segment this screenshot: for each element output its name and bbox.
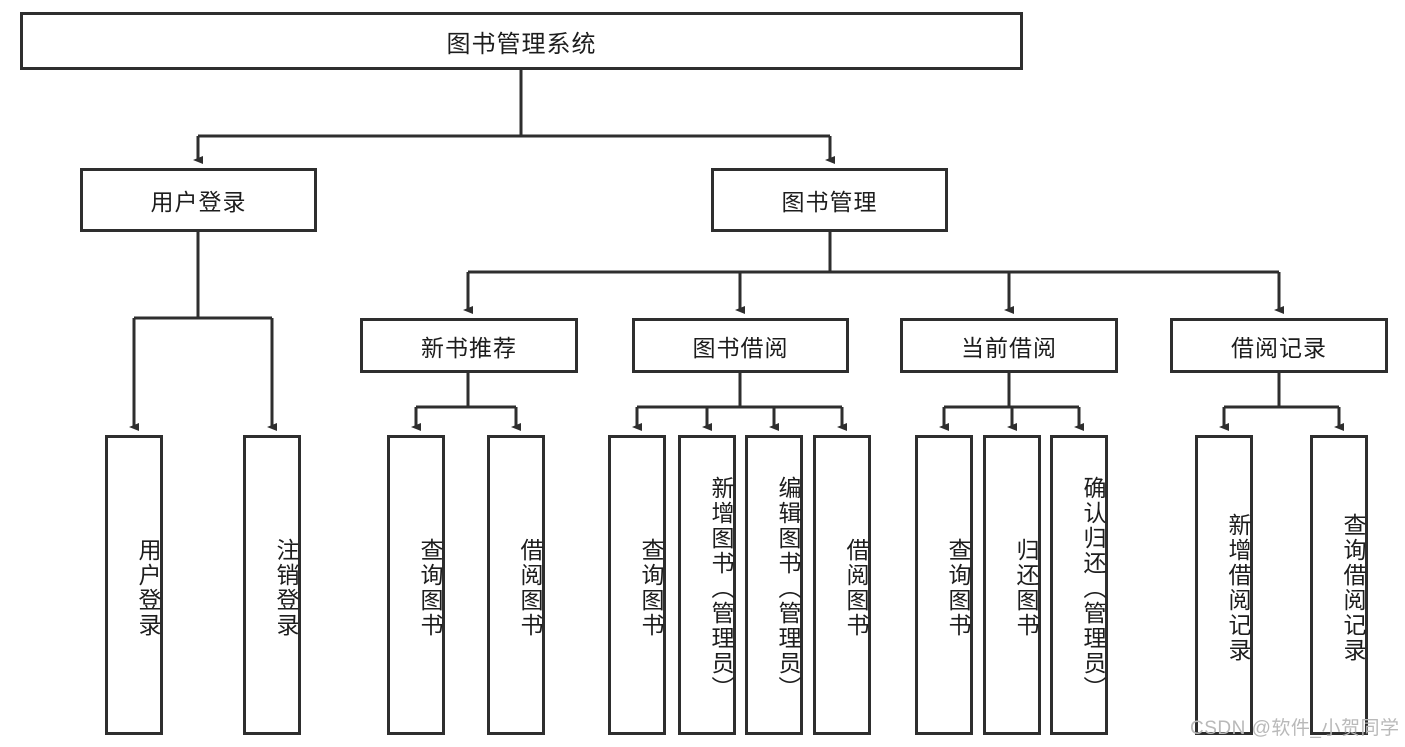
leaf-borrow-book-rec-label: 借阅图书 xyxy=(517,538,543,638)
edge-group-root xyxy=(193,70,835,164)
leaf-return-book-label: 归还图书 xyxy=(1013,538,1039,638)
node-root[interactable]: 图书管理系统 xyxy=(20,12,1023,70)
node-current-borrow-label: 当前借阅 xyxy=(961,334,1057,361)
leaf-borrow-book-rec[interactable]: 借阅图书 xyxy=(487,435,545,735)
leaf-edit-book[interactable]: 编辑图书（管理员） xyxy=(745,435,803,735)
leaf-confirm-return[interactable]: 确认归还（管理员） xyxy=(1050,435,1108,735)
node-book-manage-label: 图书管理 xyxy=(781,189,878,215)
leaf-add-record[interactable]: 新增借阅记录 xyxy=(1195,435,1253,735)
node-book-manage[interactable]: 图书管理 xyxy=(711,168,948,232)
node-new-book-rec-label: 新书推荐 xyxy=(421,334,517,361)
leaf-add-book[interactable]: 新增图书（管理员） xyxy=(678,435,736,735)
leaf-query-book-cur[interactable]: 查询图书 xyxy=(915,435,973,735)
node-borrow-record[interactable]: 借阅记录 xyxy=(1170,318,1388,373)
leaf-query-record[interactable]: 查询借阅记录 xyxy=(1310,435,1368,735)
leaf-user-logout-label: 注销登录 xyxy=(273,538,299,638)
leaf-borrow-book-label: 借阅图书 xyxy=(843,538,869,638)
leaf-query-book-borrow[interactable]: 查询图书 xyxy=(608,435,666,735)
leaf-query-book-borrow-label: 查询图书 xyxy=(638,538,664,638)
leaf-borrow-book[interactable]: 借阅图书 xyxy=(813,435,871,735)
node-user-login[interactable]: 用户登录 xyxy=(80,168,317,232)
node-book-borrow[interactable]: 图书借阅 xyxy=(632,318,849,373)
leaf-confirm-return-label: 确认归还（管理员） xyxy=(1080,475,1106,701)
edge-group-current-borrow xyxy=(939,373,1084,431)
leaf-query-record-label: 查询借阅记录 xyxy=(1340,513,1366,663)
edge-group-book-manage xyxy=(463,232,1284,314)
edge-group-book-borrow xyxy=(632,373,847,431)
leaf-add-record-label: 新增借阅记录 xyxy=(1225,513,1251,663)
node-borrow-record-label: 借阅记录 xyxy=(1231,334,1327,361)
leaf-user-login[interactable]: 用户登录 xyxy=(105,435,163,735)
leaf-user-logout[interactable]: 注销登录 xyxy=(243,435,301,735)
node-root-label: 图书管理系统 xyxy=(446,30,597,58)
leaf-edit-book-label: 编辑图书（管理员） xyxy=(775,475,801,701)
leaf-query-book-cur-label: 查询图书 xyxy=(945,538,971,638)
edge-group-new-book-rec xyxy=(411,373,521,431)
edge-group-borrow-record xyxy=(1219,373,1344,431)
leaf-user-login-label: 用户登录 xyxy=(135,538,161,638)
leaf-return-book[interactable]: 归还图书 xyxy=(983,435,1041,735)
edge-group-user-login xyxy=(129,232,277,431)
node-user-login-label: 用户登录 xyxy=(150,189,247,215)
csdn-watermark: CSDN @软件_小贺同学 xyxy=(1190,718,1400,739)
leaf-query-book-rec-label: 查询图书 xyxy=(417,538,443,638)
node-current-borrow[interactable]: 当前借阅 xyxy=(900,318,1118,373)
leaf-add-book-label: 新增图书（管理员） xyxy=(708,475,734,701)
leaf-query-book-rec[interactable]: 查询图书 xyxy=(387,435,445,735)
node-new-book-rec[interactable]: 新书推荐 xyxy=(360,318,578,373)
node-book-borrow-label: 图书借阅 xyxy=(692,334,789,361)
